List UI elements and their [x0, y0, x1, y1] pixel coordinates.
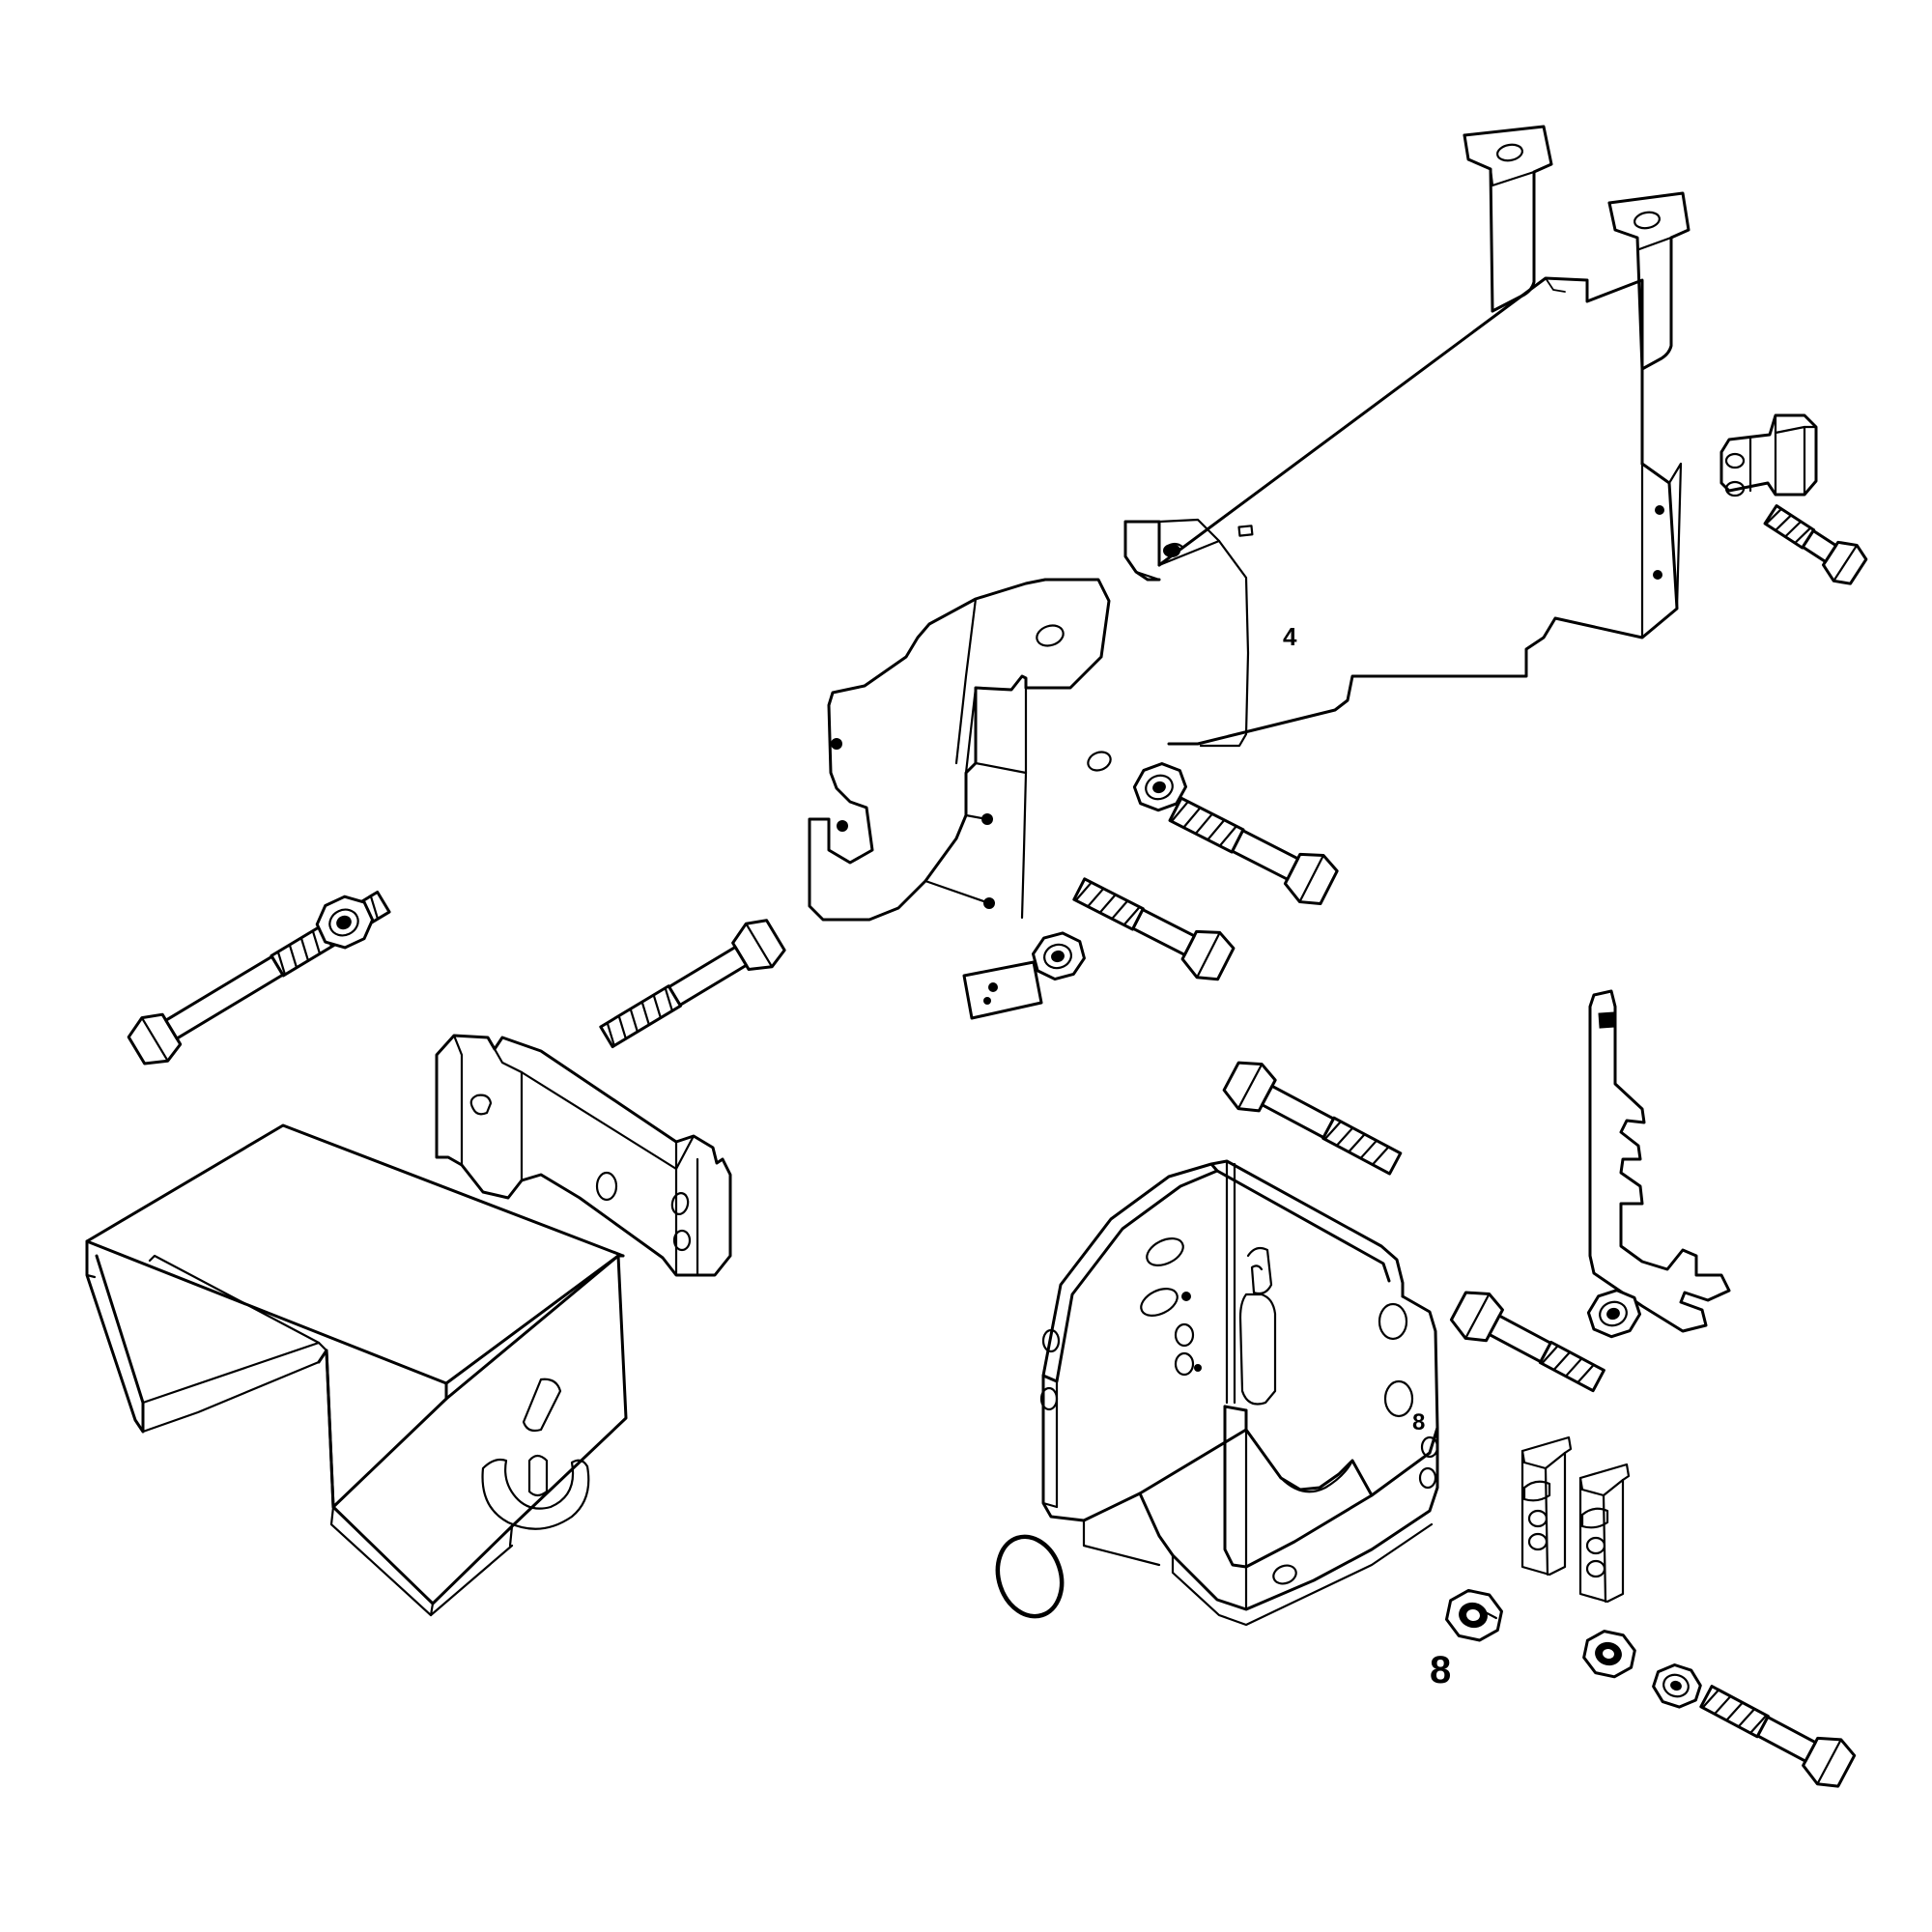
part-spacer-plate-b	[1578, 1463, 1631, 1604]
fastener-washer-left	[315, 895, 375, 950]
part-inner-shield-panel	[808, 578, 1112, 922]
fastener-nut-right-mid	[1586, 1289, 1642, 1339]
bracket-mark: 8	[1412, 1409, 1425, 1435]
part-rear-shield-panel: 4	[1123, 125, 1690, 748]
fastener-bolt-mid-lower	[1072, 877, 1236, 981]
fastener-bolt-right-top	[1763, 504, 1868, 585]
part-block-bracket	[1719, 413, 1818, 497]
fastener-bolt-right-mid	[1449, 1291, 1605, 1393]
part-notched-strip	[1588, 989, 1731, 1333]
fastener-washer-mid-top	[1132, 762, 1188, 812]
panel-fold-mark: 4	[1283, 622, 1297, 651]
fastener-nut-mid-low	[1031, 931, 1086, 981]
fastener-washer-lower	[1652, 1663, 1702, 1709]
fastener-bolt-mid-upper	[1168, 796, 1339, 906]
part-o-ring	[995, 1534, 1065, 1619]
part-support-channel-bracket	[435, 1034, 732, 1277]
part-channel-cover	[85, 1123, 628, 1617]
fastener-bolt-lower-right	[1699, 1685, 1857, 1788]
part-main-mount-bracket: 8	[1039, 1159, 1439, 1627]
fastener-bolt-short-left	[599, 919, 786, 1049]
part-small-tab-plate	[962, 960, 1043, 1020]
part-spacer-plate-a	[1520, 1435, 1573, 1577]
fastener-nut-lower-a	[1444, 1588, 1503, 1642]
fastener-nut-lower-b	[1582, 1630, 1636, 1679]
callout-8-label: 8	[1430, 1649, 1451, 1691]
fastener-bolt-center-low	[1222, 1061, 1403, 1176]
